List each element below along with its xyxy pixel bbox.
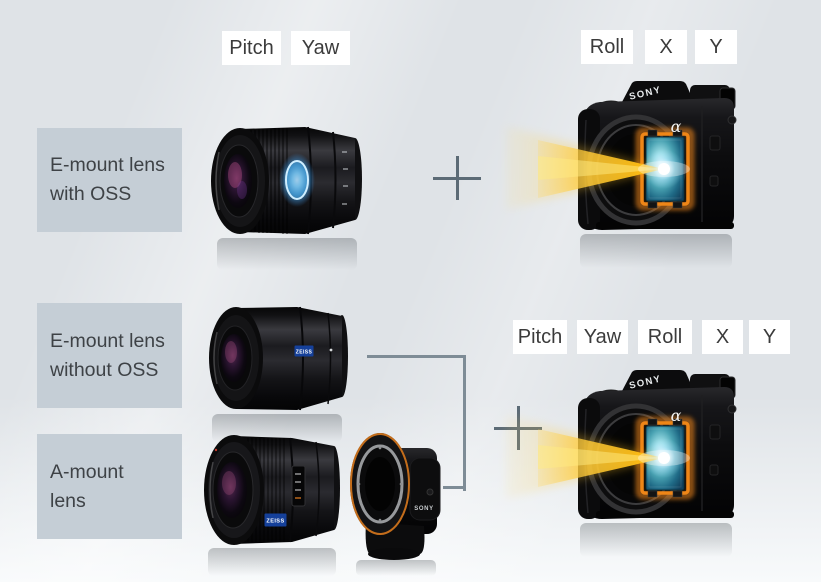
label-line: without OSS [50, 358, 159, 381]
label-line: with OSS [50, 183, 132, 205]
axis-chip-x: X [702, 320, 743, 354]
plus-vertical-bar [455, 156, 459, 200]
axis-chip-pitch: Pitch [513, 320, 567, 354]
zeiss-badge: ZEISS [264, 513, 287, 527]
camera-body-image: SONY α [496, 76, 762, 281]
axis-chip-roll: Roll [581, 30, 633, 64]
label-line: lens [50, 489, 86, 512]
axis-chip-y: Y [749, 320, 790, 354]
axis-chip-roll: Roll [638, 320, 692, 354]
label-emount-no-oss: E-mount lens without OSS [37, 303, 182, 408]
mount-adapter-image: SONY [342, 422, 446, 577]
label-line: E-mount lens [50, 329, 165, 352]
zeiss-badge-text: ZEISS [296, 349, 313, 355]
label-amount-lens: A-mount lens [37, 434, 182, 539]
label-emount-oss: E-mount lens with OSS [37, 128, 182, 232]
axis-chip-yaw: Yaw [577, 320, 628, 354]
bracket-connector [367, 355, 466, 491]
alpha-logo: α [671, 406, 682, 425]
camera-body-image: SONY α [496, 365, 762, 570]
bracket-connector-stub [443, 486, 466, 489]
zeiss-badge-text: ZEISS [266, 519, 284, 525]
axis-chip-x: X [645, 30, 687, 64]
axis-chip-yaw: Yaw [291, 31, 350, 65]
amount-lens-image [196, 426, 344, 578]
alpha-logo: α [671, 117, 682, 136]
zeiss-badge: ZEISS [294, 345, 314, 357]
emount-oss-lens-image [205, 114, 365, 279]
axis-chip-y: Y [695, 30, 737, 64]
axis-chip-pitch: Pitch [222, 31, 281, 65]
label-line: A-mount [50, 460, 124, 483]
adapter-brand-text: SONY [414, 506, 433, 512]
label-line: E-mount lens [50, 154, 165, 177]
plus-icon [433, 156, 481, 200]
